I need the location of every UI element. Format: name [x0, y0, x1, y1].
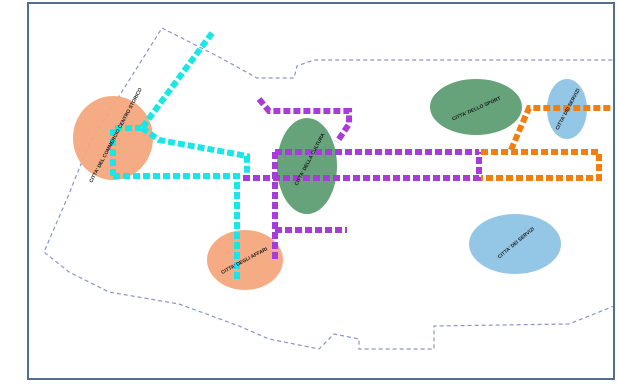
zone-blue-southeast[interactable]: [469, 214, 561, 274]
route-cyan[interactable]: [110, 31, 250, 279]
zone-orange-west[interactable]: [73, 96, 153, 180]
district-boundary: [43, 27, 613, 350]
zone-green-east[interactable]: [430, 79, 522, 135]
map-frame: CITTA' DEL COMMERCIO CENTRO STORICO CITT…: [27, 2, 615, 380]
zone-green-central[interactable]: [277, 118, 337, 214]
route-orange[interactable]: [481, 105, 613, 181]
zone-orange-south[interactable]: [207, 230, 283, 290]
route-purple[interactable]: [243, 97, 482, 260]
urban-plan-map: CITTA' DEL COMMERCIO CENTRO STORICO CITT…: [43, 27, 613, 350]
